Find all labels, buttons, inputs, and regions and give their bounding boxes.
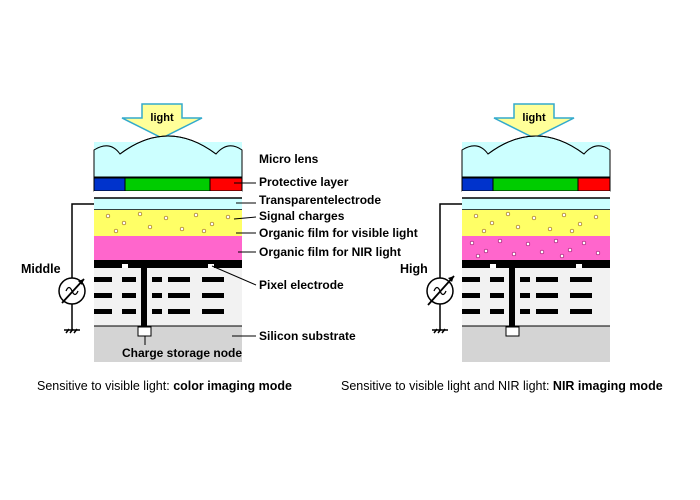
label-silicon-substrate: Silicon substrate	[259, 329, 356, 343]
voltage-label-right: High	[400, 262, 428, 276]
right-sensor: light	[341, 103, 663, 393]
pixel-electrode-left	[94, 260, 242, 268]
signal-charges-right-nir	[469, 238, 601, 259]
bias-circuit-left	[64, 203, 94, 334]
circuit-wiring-left	[94, 268, 224, 327]
bias-circuit-right	[432, 203, 462, 334]
label-organic-nir: Organic film for NIR light	[259, 245, 401, 259]
label-organic-visible: Organic film for visible light	[259, 226, 418, 240]
organic-film-visible-left	[94, 210, 242, 236]
label-protective-layer: Protective layer	[259, 175, 349, 189]
filter-green-right	[492, 177, 579, 192]
light-label-right: light	[522, 112, 546, 124]
signal-charges-left	[105, 211, 231, 234]
transparent-electrode-left	[94, 198, 242, 210]
caption-right: Sensitive to visible light and NIR light…	[341, 379, 663, 393]
label-leaders-left	[144, 182, 257, 345]
organic-film-nir-right	[462, 236, 610, 260]
organic-film-visible-right	[462, 210, 610, 236]
charge-storage-node-left	[137, 326, 152, 337]
label-transparent-electrode: Transparentelectrode	[259, 193, 381, 207]
silicon-substrate-left	[94, 326, 242, 362]
pixel-electrode-right	[462, 260, 610, 268]
light-label-left: light	[150, 112, 174, 124]
organic-film-nir-left	[94, 236, 242, 260]
filter-green-left	[124, 177, 211, 192]
filter-red-left	[209, 177, 243, 192]
label-micro-lens: Micro lens	[259, 152, 319, 166]
filter-blue-left	[93, 177, 126, 192]
silicon-substrate-right	[462, 326, 610, 362]
protective-layer-left	[94, 191, 242, 198]
charge-storage-node-right	[505, 326, 520, 337]
signal-charges-right-visible	[473, 211, 599, 234]
transparent-electrode-right	[462, 198, 610, 210]
filter-blue-right	[461, 177, 494, 192]
protective-layer-right	[462, 191, 610, 198]
voltage-label-left: Middle	[21, 262, 61, 276]
left-sensor: light	[21, 103, 418, 393]
light-arrow-left	[121, 103, 203, 139]
label-signal-charges: Signal charges	[259, 209, 345, 223]
label-pixel-electrode: Pixel electrode	[259, 278, 344, 292]
circuit-wiring-right	[462, 268, 592, 327]
caption-left: Sensitive to visible light: color imagin…	[37, 379, 292, 393]
filter-red-right	[577, 177, 611, 192]
label-charge-storage-node: Charge storage node	[122, 346, 242, 360]
light-arrow-right	[493, 103, 575, 139]
